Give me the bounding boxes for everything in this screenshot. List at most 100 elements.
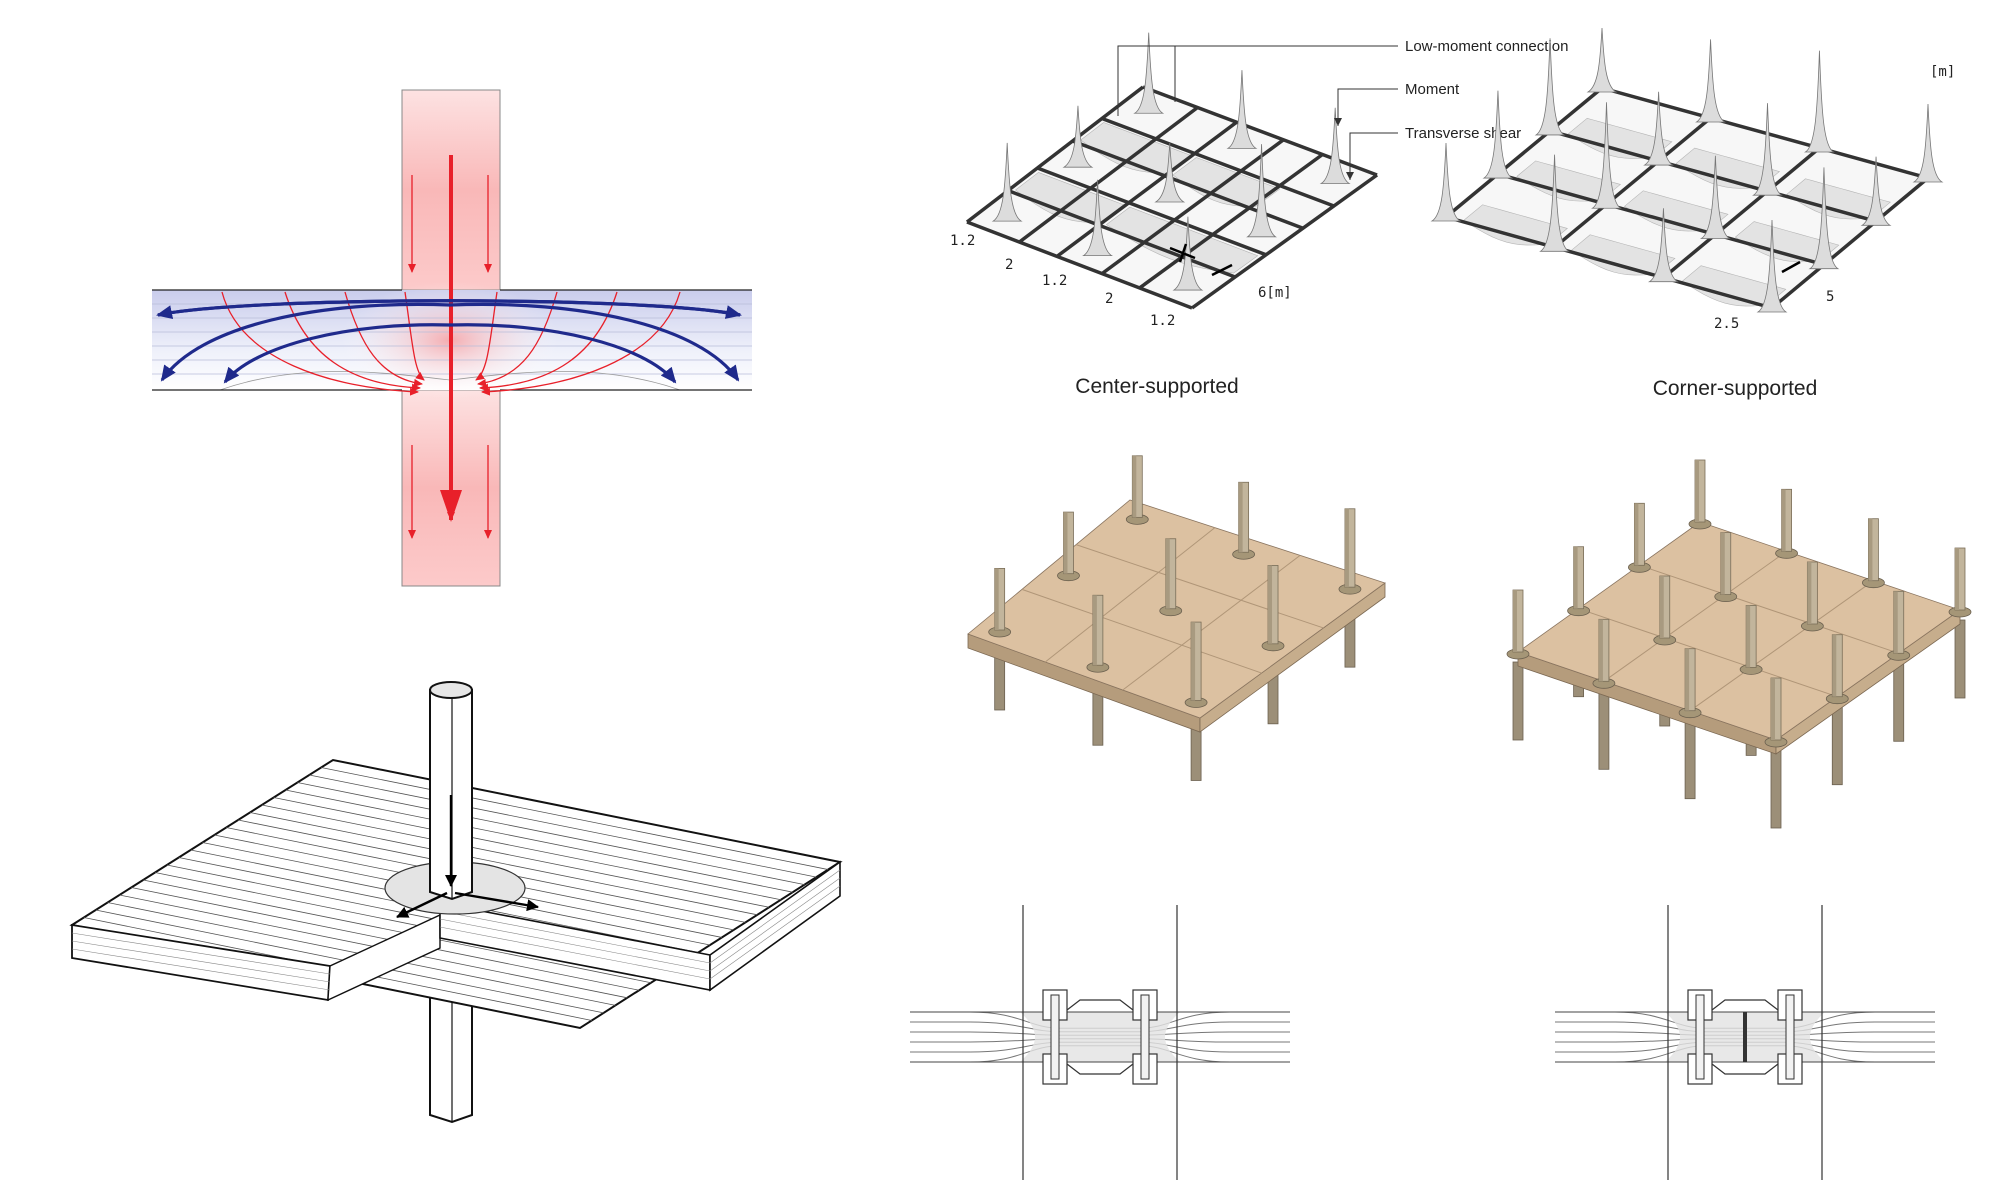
grid-line (1601, 86, 1929, 180)
center-connection-detail (910, 905, 1290, 1180)
axonometric-slab-column (69, 681, 843, 1124)
edge-hatch-line (71, 940, 331, 983)
edge-hatch-line (71, 948, 331, 991)
moment-spike (1133, 32, 1165, 114)
moment-spike (1319, 107, 1351, 184)
column-shade (1238, 482, 1243, 553)
moment-spike (1648, 208, 1679, 283)
column-shade (1695, 460, 1699, 522)
dim-2: 2 (1005, 257, 1013, 273)
column-shade (1063, 512, 1068, 574)
edge-hatch-line (439, 918, 711, 972)
corner-supported-title: Corner-supported (1653, 377, 1818, 400)
dim-total: 6[m] (1258, 285, 1292, 301)
moment-spike (1695, 39, 1726, 123)
column-shade (1659, 576, 1664, 639)
panel-seam (1044, 527, 1216, 663)
label-moment: Moment (1405, 81, 1460, 98)
corner-supported-panel: [m] 2.5 5 Corner-supported (1430, 27, 1955, 400)
moment-spike (991, 142, 1023, 222)
moment-spike (1534, 38, 1566, 136)
edge-hatch-line (439, 910, 711, 964)
grid-line (965, 85, 1145, 224)
panel-seam (1578, 608, 1838, 698)
edge-hatch-line (709, 877, 841, 972)
column-shade (1344, 508, 1349, 588)
edge-hatch-line (71, 932, 331, 975)
moment-spike (1482, 90, 1514, 179)
column-shade (1268, 565, 1273, 644)
shear-arrow-left (396, 891, 448, 919)
moment-spike (1860, 156, 1892, 226)
grid-line (1497, 172, 1825, 267)
moment-spike (1246, 144, 1277, 238)
stress-flow-section (152, 89, 752, 587)
grid-line (1662, 146, 1821, 280)
moment-spike (1699, 155, 1731, 239)
moment-spike (1756, 219, 1788, 313)
corner-supported-timber-model (1506, 459, 1972, 829)
center-supported-timber-model (967, 455, 1386, 781)
slab-hatch-line (131, 887, 640, 991)
tension-flow (156, 299, 742, 384)
label-low-moment: Low-moment connection (1405, 38, 1568, 55)
panel-seam (1075, 544, 1324, 629)
slab-hatch-line (321, 767, 829, 870)
dim-span-a: 2.5 (1714, 316, 1739, 332)
grid-line (966, 220, 1193, 310)
bolt (1050, 994, 1060, 1080)
column-shade (1807, 561, 1812, 624)
column-shade (1634, 503, 1639, 566)
timber-column-lower (1684, 720, 1696, 800)
corner-supported-grid (1430, 27, 1944, 313)
column-shade (1191, 622, 1196, 701)
timber-column-lower (1598, 690, 1610, 770)
column-shade (1868, 518, 1873, 581)
column-shade (1771, 678, 1775, 740)
grid-line (1018, 106, 1199, 244)
bracket (1066, 999, 1134, 1011)
column-top (429, 681, 473, 699)
corner-connection-detail (1555, 905, 1935, 1180)
column-shade (1781, 489, 1786, 552)
compression-flow (221, 175, 681, 539)
slab-hatch-line (309, 774, 817, 878)
moment-symbol (1211, 263, 1233, 277)
grid-line (1100, 138, 1285, 276)
grid-line (1553, 116, 1712, 249)
grid-line (1055, 120, 1238, 258)
moment-spike (1082, 179, 1113, 256)
timber-column-lower (1954, 619, 1966, 699)
center-supported-title: Center-supported (1075, 375, 1238, 398)
edge-hatch-line (709, 885, 841, 980)
unit-label: [m] (1930, 64, 1955, 80)
timber-column-lower (1831, 706, 1843, 786)
column-shade (1092, 595, 1097, 666)
bracket (1711, 999, 1779, 1011)
bracket (1066, 1063, 1134, 1075)
column-shade (994, 568, 999, 630)
moment-spike (1752, 103, 1783, 196)
column-shade (1685, 648, 1690, 711)
grid-line (1190, 173, 1379, 310)
edge-hatch-line (439, 926, 711, 980)
moment-spike (1154, 142, 1186, 203)
dim-span-b: 5 (1826, 289, 1834, 305)
grid-line (1445, 215, 1773, 310)
slab-hatch-line (249, 812, 758, 916)
column-shade (1955, 548, 1959, 610)
dim-4: 2 (1105, 291, 1113, 307)
column-shade (1573, 546, 1578, 609)
grid-line (1036, 166, 1267, 257)
timber-column-lower (1512, 661, 1524, 741)
slab-hatch-line (143, 879, 651, 984)
slab-hatch-line (261, 804, 770, 908)
timber-column-lower (1770, 749, 1782, 829)
panel-seam (1639, 564, 1899, 654)
grid-line (1770, 176, 1930, 310)
column-shade (1513, 590, 1517, 652)
dim-3: 1.2 (1042, 273, 1067, 289)
grid-line (1444, 86, 1604, 219)
moment-spike (1808, 167, 1840, 270)
moment-spike (1586, 27, 1618, 93)
